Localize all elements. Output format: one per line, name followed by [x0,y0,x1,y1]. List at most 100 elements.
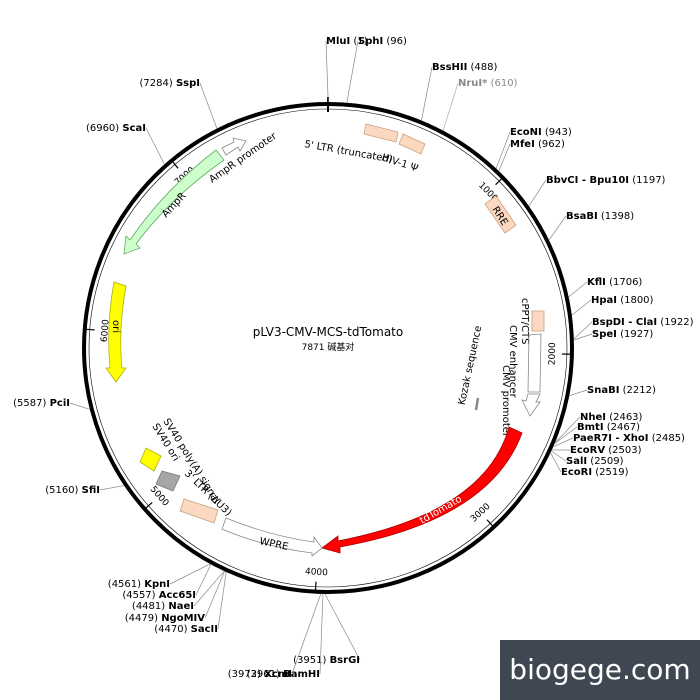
site-connector [569,389,588,396]
site-position: (610) [491,78,518,89]
site-position: (5160) [45,485,78,496]
site-position: (7284) [140,78,173,89]
site-label: SnaBI (2212) [587,385,656,396]
feature-label-hiv1-psi: HIV-1 Ψ [380,152,419,174]
feature-label-ori: ori [110,320,121,333]
tick-mark [486,519,495,528]
site-name: MfeI [510,139,535,150]
feature-cppt-cts [531,310,545,332]
site-label: (4561) KpnI [108,579,170,590]
site-connector [291,593,322,675]
site-name: SspI [176,78,200,89]
feature-ampr-promoter [221,137,247,156]
site-name: EcoRV [570,445,605,456]
tick-mark [171,160,179,169]
site-name: SphI [358,36,383,47]
site-label: MluI (1) [326,36,368,47]
site-connector [554,426,578,444]
site-position: (2509) [590,456,623,467]
site-connector [568,281,588,298]
site-label: PaeR7I - XhoI (2485) [573,433,685,444]
site-connector [145,127,165,165]
feature-3ltr [179,498,219,524]
site-name: BamHI [283,669,320,680]
feature-ampr [123,149,225,255]
site-position: (1922) [660,317,693,328]
site-position: (4479) [125,613,158,624]
site-label: NruI* (610) [458,78,518,89]
tick-label: 2000 [548,342,559,365]
site-connector [573,333,593,341]
site-label: KflI (1706) [587,277,642,288]
site-name: BsrGI [330,655,360,666]
feature-tdtomato [321,426,523,554]
site-label: (4479) NgoMIV [125,613,206,624]
site-label: HpaI (1800) [591,295,654,306]
site-position: (6960) [86,123,119,134]
plasmid-title: pLV3-CMV-MCS-tdTomato [253,325,403,339]
tick-label: 4000 [305,567,329,578]
site-label: (4557) Acc65I [122,590,196,601]
site-label: SphI (96) [358,36,407,47]
site-connector [551,450,567,462]
site-name: Acc65I [159,590,196,601]
site-connector [571,299,592,316]
site-connector [573,321,593,340]
feature-hiv1-psi [398,133,426,155]
site-connector [548,215,567,241]
site-connector [193,570,225,607]
site-name: NgoMIV [161,613,205,624]
site-label: (3961) BamHI [247,669,320,680]
site-position: (2519) [595,467,628,478]
plasmid-size: 7871 碱基对 [302,341,355,353]
feature-cmv-promoter [521,393,541,417]
site-name: NaeI [168,601,194,612]
feature-5ltr [363,123,399,143]
feature-label-cmv-enhancer: CMV enhancer [507,325,518,399]
site-name: KflI [587,277,606,288]
site-position: (2212) [623,385,656,396]
site-name: PciI [50,398,70,409]
site-connector [325,40,329,103]
tick-mark [144,502,153,510]
site-name: KpnI [144,579,170,590]
feature-rre [484,195,517,234]
watermark: biogege.com [500,640,700,700]
feature-ori [105,281,127,383]
site-position: (1398) [601,211,634,222]
site-name: NruI* [458,78,488,89]
site-connector [204,571,225,619]
site-label: (6960) ScaI [86,123,146,134]
site-connector [498,143,511,172]
site-name: XcmI [264,669,292,680]
site-name: EcoRI [561,467,592,478]
site-name: MluI [326,36,350,47]
site-position: (5587) [13,398,46,409]
site-connector [553,437,574,448]
site-position: (3951) [293,655,326,666]
site-connector [169,563,211,585]
site-position: (4481) [132,601,165,612]
site-label: BssHII (488) [432,62,498,73]
site-position: (1197) [632,175,665,186]
site-name: SacII [191,624,218,635]
site-name: NheI [580,412,606,423]
site-position: (943) [545,127,572,138]
site-connector [528,179,547,207]
site-position: (2503) [608,445,641,456]
site-label: SalI (2509) [566,456,624,467]
site-position: (2485) [652,433,685,444]
site-label: EcoNI (943) [510,127,572,138]
site-position: (4561) [108,579,141,590]
sites-layer: MluI (1)SphI (96) BssHII (488) NruI* (610)… [13,36,694,680]
site-position: (488) [471,62,498,73]
site-position: (2463) [609,412,642,423]
tick-label: 6000 [100,319,112,343]
site-label: BmtI (2467) [577,422,640,433]
tick-mark [314,581,317,592]
site-position: (3961) [247,669,280,680]
site-connector [550,452,562,473]
site-name: BsaBI [566,211,598,222]
site-connector [324,593,361,661]
